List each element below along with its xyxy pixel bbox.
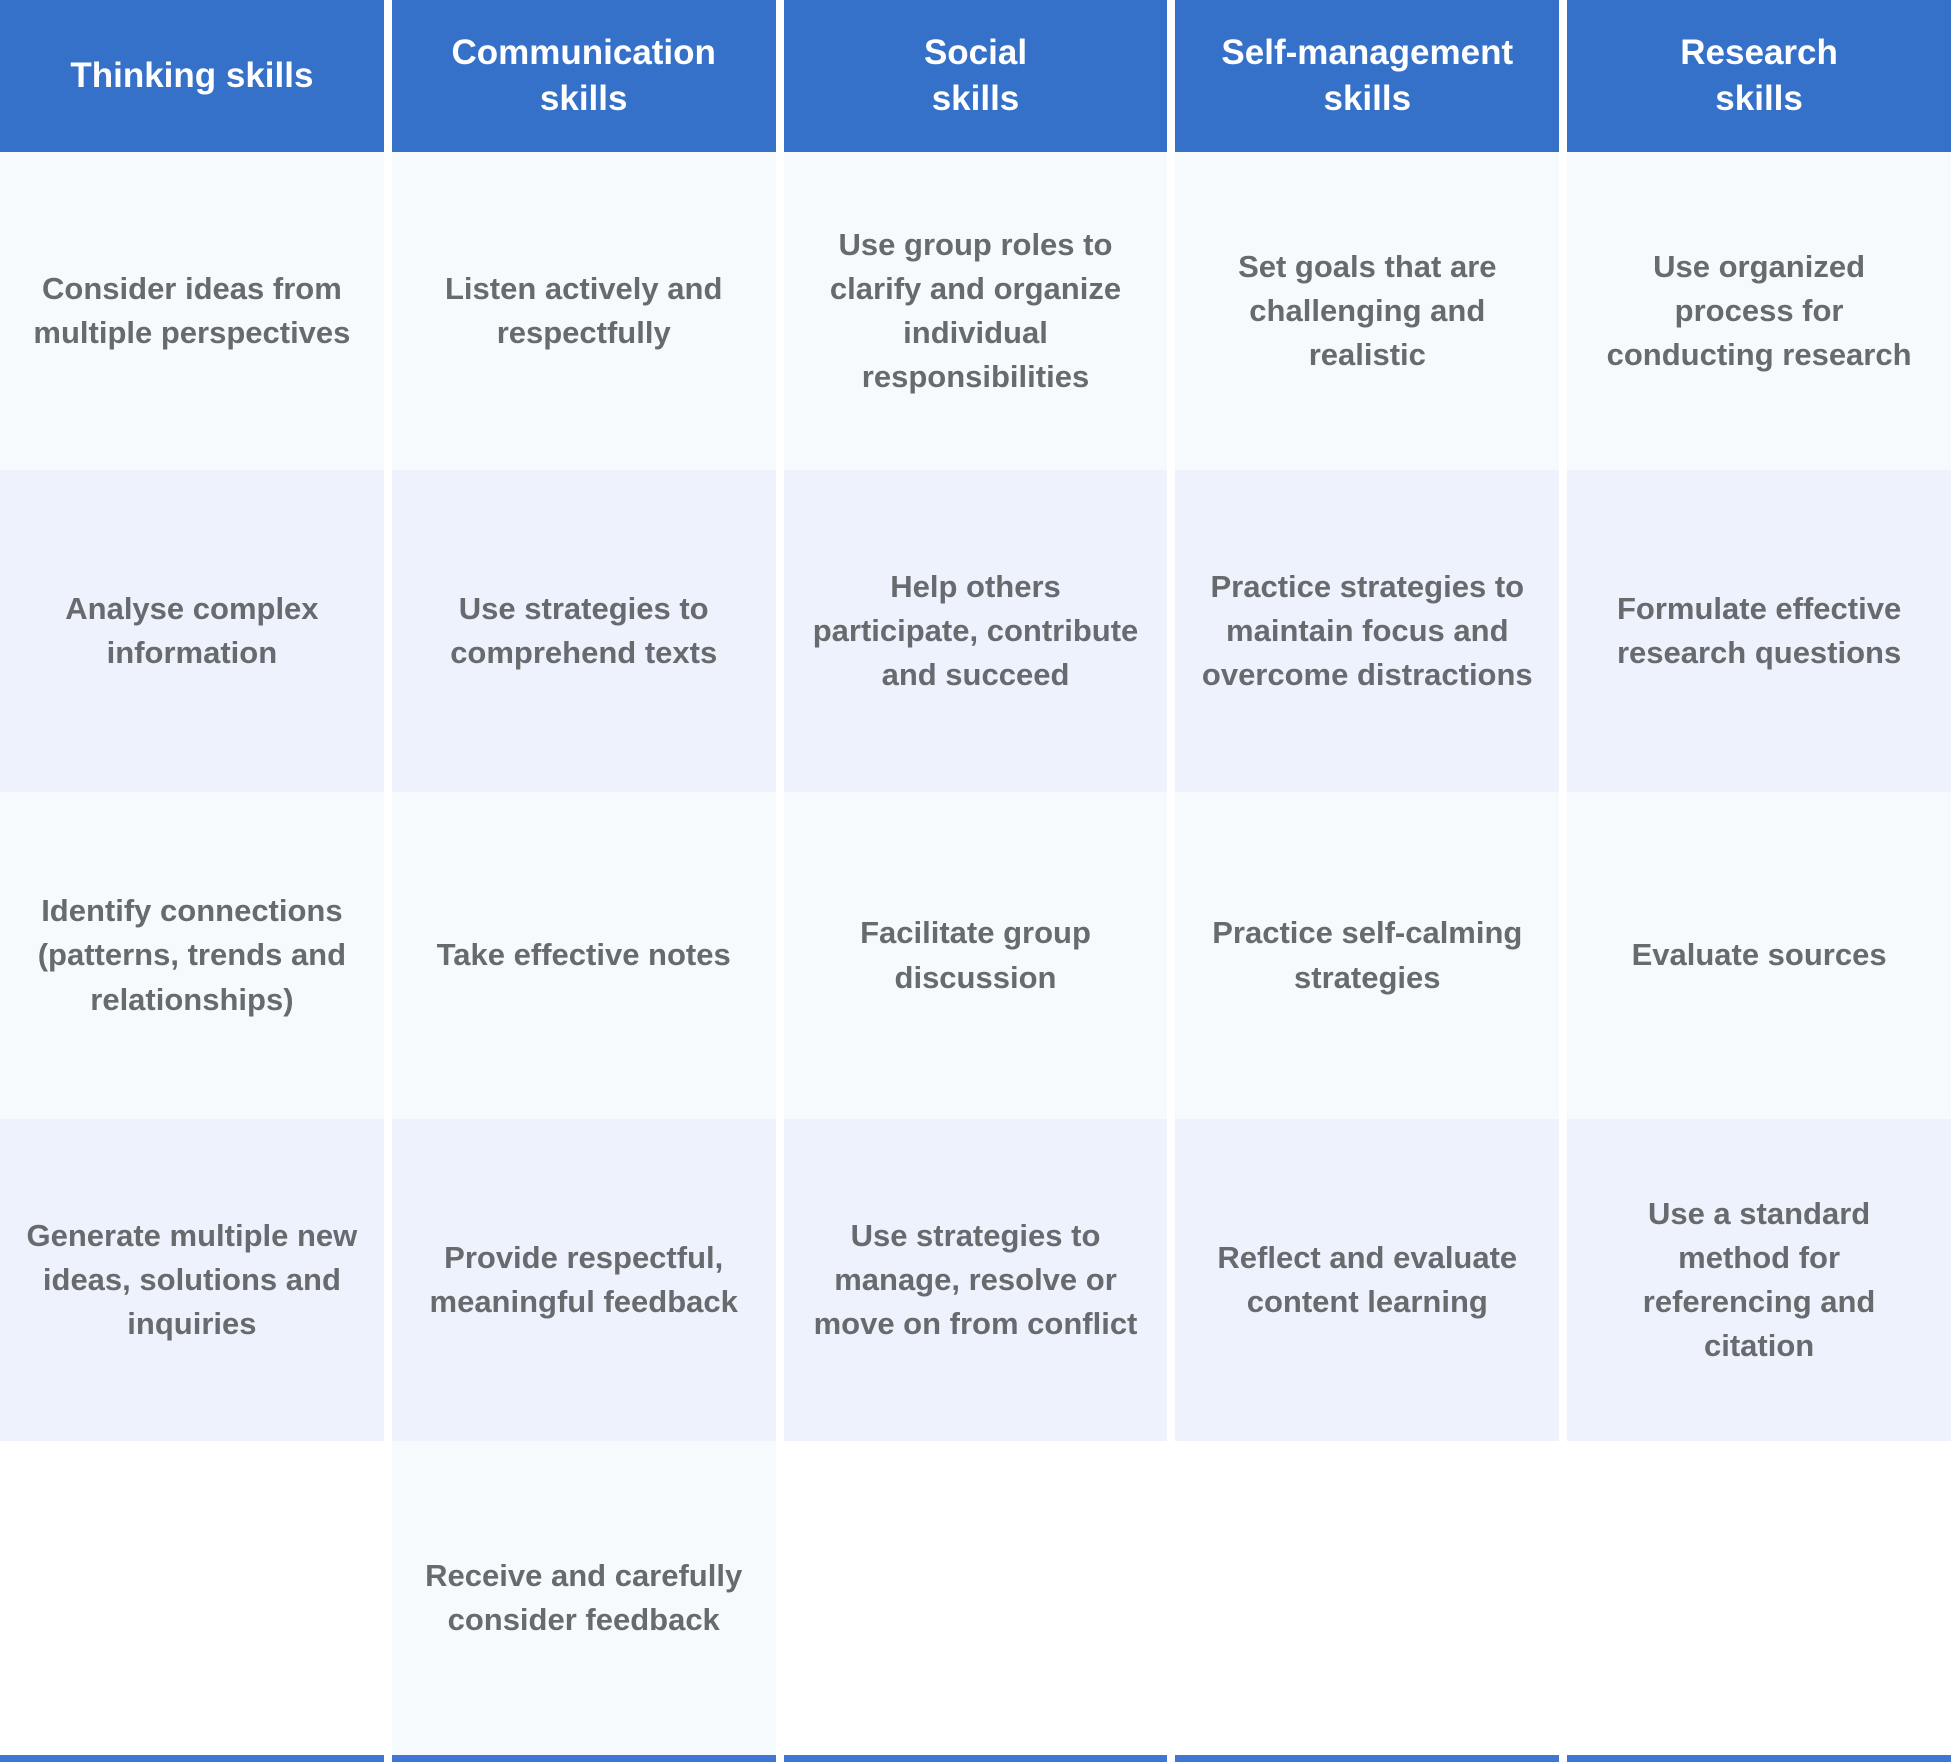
column-header-communication-skills: Communication skills: [391, 0, 776, 152]
table-cell: Use strategies to comprehend texts: [391, 470, 776, 792]
table-cell: Evaluate sources: [1567, 792, 1951, 1119]
table-cell: Generate multiple new ideas, solutions a…: [0, 1119, 384, 1441]
bottom-accent-line: [1175, 1755, 1560, 1762]
table-cell: Consider ideas from multiple perspective…: [0, 152, 384, 470]
bottom-accent-line: [783, 1755, 1168, 1762]
table-cell: Use strategies to manage, resolve or mov…: [783, 1119, 1168, 1441]
column-header-self-management-skills: Self-management skills: [1175, 0, 1560, 152]
table-cell: [1175, 1441, 1559, 1755]
table-cell: Listen actively and respectfully: [391, 152, 776, 470]
table-cell: Identify connections (patterns, trends a…: [0, 792, 384, 1119]
table-cell: Set goals that are challenging and reali…: [1175, 152, 1560, 470]
bottom-accent-line: [0, 1755, 384, 1762]
table-cell: Analyse complex information: [0, 470, 384, 792]
bottom-accent-line: [391, 1755, 776, 1762]
table-cell: [0, 1441, 384, 1755]
table-cell: [1567, 1441, 1951, 1755]
column-header-social-skills: Social skills: [783, 0, 1168, 152]
table-cell: Use a standard method for referencing an…: [1567, 1119, 1951, 1441]
table-cell: Receive and carefully consider feedback: [391, 1441, 776, 1755]
table-cell: Provide respectful, meaningful feedback: [391, 1119, 776, 1441]
table-cell: Take effective notes: [391, 792, 776, 1119]
column-header-thinking-skills: Thinking skills: [0, 0, 384, 152]
table-cell: Help others participate, contribute and …: [783, 470, 1168, 792]
table-cell: Facilitate group discussion: [783, 792, 1168, 1119]
table-cell: Formulate effective research questions: [1567, 470, 1951, 792]
table-cell: Reflect and evaluate content learning: [1175, 1119, 1560, 1441]
column-header-research-skills: Research skills: [1567, 0, 1951, 152]
table-cell: [784, 1441, 1168, 1755]
table-cell: Use group roles to clarify and organize …: [783, 152, 1168, 470]
table-cell: Practice self-calming strategies: [1175, 792, 1560, 1119]
table-cell: Practice strategies to maintain focus an…: [1175, 470, 1560, 792]
table-cell: Use organized process for conducting res…: [1567, 152, 1951, 470]
bottom-accent-line: [1567, 1755, 1951, 1762]
